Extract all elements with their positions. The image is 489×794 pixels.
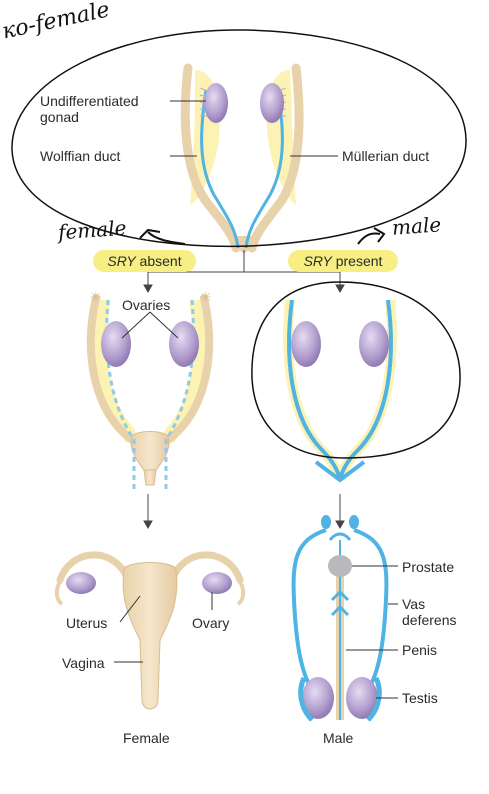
svg-text:✳: ✳ [90,290,102,306]
female-caption: Female [123,730,170,746]
branch-lines [143,250,345,294]
male-caption: Male [323,730,354,746]
right-testis-adult [346,677,378,719]
uterus-shape [122,562,178,710]
uterus-label: Uterus [66,615,108,631]
female-arrow [147,231,186,245]
ovary-label: Ovary [192,615,230,631]
sry-present-label: SRY present [288,250,398,272]
left-ovary-developing [101,321,131,367]
female-intermediate-stage: ✳ ✳ [86,290,214,490]
left-testis-developing [291,321,321,367]
left-mullerian-duct [180,63,241,253]
mullerian-duct-label: Müllerian duct [342,148,430,164]
female-adult [54,551,246,710]
svg-text:✳: ✳ [200,290,212,306]
vagina-label: Vagina [62,655,105,671]
sry-absent-label: SRY absent [93,250,196,272]
ovaries-label: Ovaries [122,297,171,313]
penis-label: Penis [402,642,438,658]
undifferentiated-stage [170,63,338,255]
top-handdrawn-circle [11,29,467,248]
right-undifferentiated-gonad [260,83,284,123]
left-undifferentiated-gonad [204,83,228,123]
right-testis-developing [359,321,389,367]
left-wolffian-duct [200,89,240,249]
male-handwritten-note: male [391,212,442,240]
male-handdrawn-circle [251,281,461,459]
prostate-label: Prostate [402,559,455,575]
wolffian-duct-label: Wolffian duct [40,148,121,164]
right-ovary-adult [202,572,232,594]
left-ovary-adult [66,572,96,594]
down-arrows [143,494,345,530]
female-handwritten-note: female [57,215,128,245]
right-wolffian-duct [244,89,284,249]
right-ovary-developing [169,321,199,367]
male-arrow [357,232,381,245]
left-testis-adult [302,677,334,719]
prostate-gland [328,555,352,577]
testis-label: Testis [402,690,438,706]
male-intermediate-stage [283,299,397,483]
right-mullerian-duct [247,63,304,253]
male-adult [291,515,398,722]
